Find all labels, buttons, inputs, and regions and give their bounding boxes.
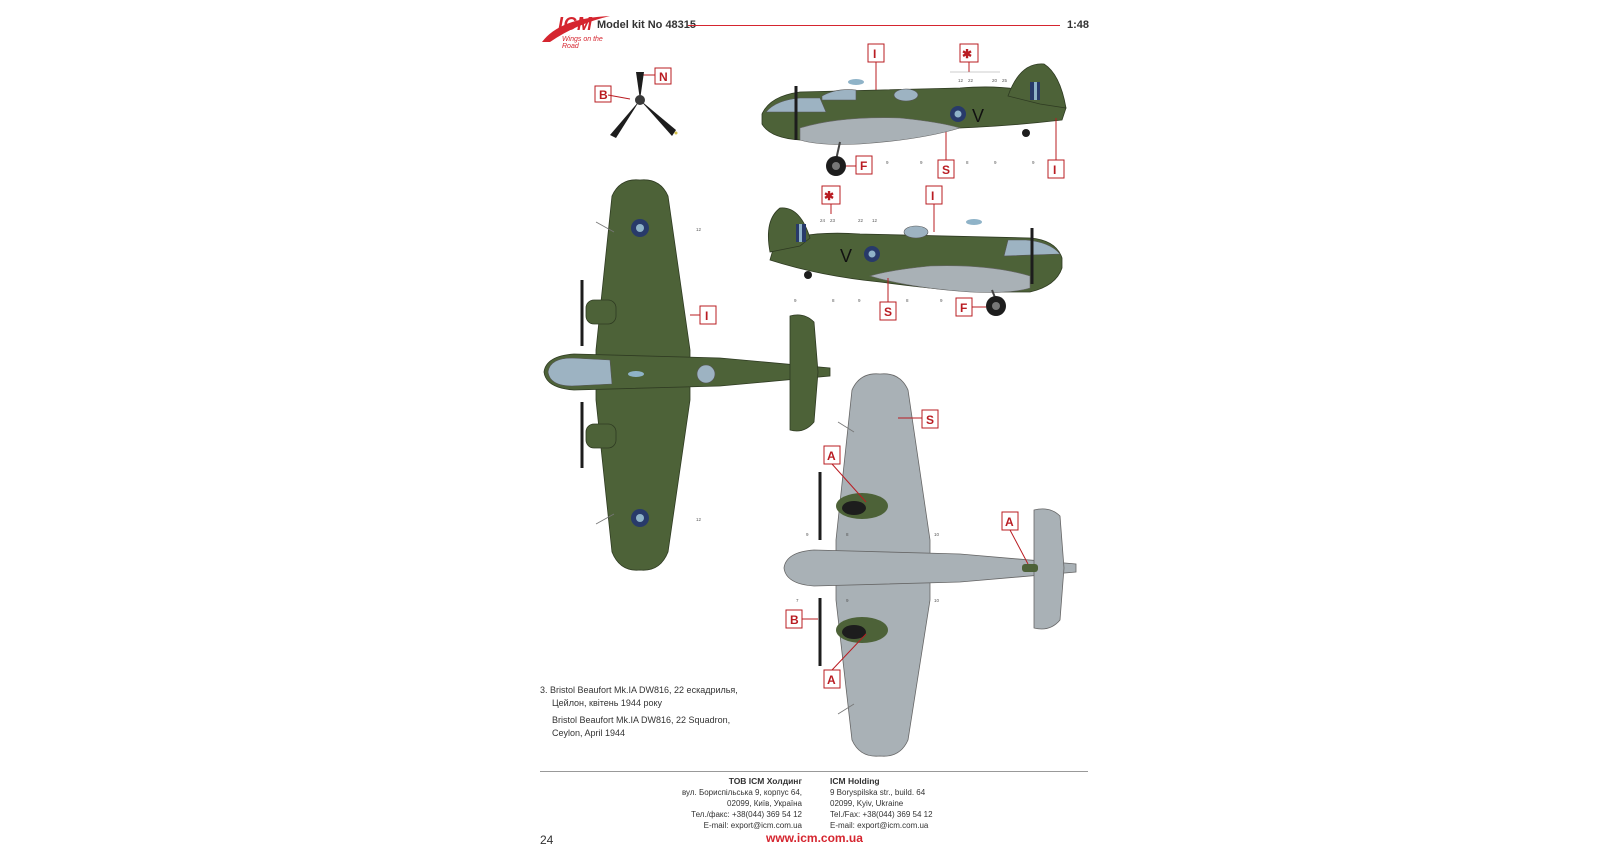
company-address1-ua: вул. Бориспільська 9, корпус 64,: [681, 788, 802, 797]
logo-swoosh-icon: [542, 16, 610, 42]
company-phone-en: Tel./Fax: +38(044) 369 54 12: [830, 810, 933, 819]
svg-text:8: 8: [966, 160, 969, 165]
svg-text:10: 10: [934, 598, 940, 603]
kit-number: Model kit No 48315: [597, 19, 697, 31]
callout-markers: N B I ✱ F S I ✱: [594, 43, 1065, 689]
company-address2-en: 02099, Kyiv, Ukraine: [830, 799, 904, 808]
company-name-ua: ТОВ ICM Холдинг: [728, 776, 802, 786]
top-view: 12 12: [543, 179, 831, 571]
svg-text:S: S: [942, 163, 950, 177]
logo-subtitle: Wings on the Road: [562, 36, 603, 50]
company-phone-ua: Тел./факс: +38(044) 369 54 12: [691, 810, 802, 819]
logo-text: ICM: [558, 14, 593, 34]
svg-text:A: A: [1005, 515, 1014, 529]
svg-text:N: N: [659, 70, 668, 84]
svg-text:A: A: [827, 673, 836, 687]
svg-text:9: 9: [1032, 160, 1035, 165]
svg-text:✱: ✱: [824, 189, 834, 203]
svg-text:8: 8: [906, 298, 909, 303]
svg-text:S: S: [884, 305, 892, 319]
company-name-en: ICM Holding: [830, 776, 880, 786]
underside-view: 9 8 10 7 9 10: [783, 373, 1077, 757]
svg-text:I: I: [1053, 163, 1056, 177]
website-link[interactable]: www.icm.com.ua: [766, 831, 863, 845]
svg-text:10: 10: [934, 532, 940, 537]
svg-text:7: 7: [796, 598, 799, 603]
svg-text:F: F: [860, 159, 867, 173]
svg-text:✱: ✱: [962, 47, 972, 61]
svg-text:9: 9: [806, 532, 809, 537]
svg-text:F: F: [960, 301, 967, 315]
svg-text:20: 20: [992, 78, 998, 83]
svg-text:12: 12: [696, 517, 702, 522]
svg-text:12: 12: [958, 78, 964, 83]
svg-text:8: 8: [846, 532, 849, 537]
svg-text:I: I: [705, 309, 708, 323]
svg-text:I: I: [873, 47, 876, 61]
svg-text:9: 9: [794, 298, 797, 303]
side-view-left: V 12 22 20 25 9 9 8 9 9: [761, 63, 1067, 176]
company-info-en: ICM Holding 9 Boryspilska str., build. 6…: [830, 776, 933, 831]
svg-text:12: 12: [872, 218, 878, 223]
svg-text:9: 9: [858, 298, 861, 303]
page-number: 24: [540, 833, 554, 847]
svg-text:9: 9: [940, 298, 943, 303]
svg-text:25: 25: [1002, 78, 1008, 83]
icm-logo: ICM Wings on the Road: [540, 12, 620, 50]
company-address2-ua: 02099, Київ, Україна: [727, 799, 802, 808]
svg-text:23: 23: [830, 218, 836, 223]
code-letter-v: V: [972, 106, 984, 126]
caption-ua-line1: 3. Bristol Beaufort Mk.IA DW816, 22 еска…: [540, 685, 738, 695]
side-view-right: V 24 23 22 12 9 8 9 8 9: [767, 207, 1063, 316]
svg-text:12: 12: [696, 227, 702, 232]
scheme-caption: 3. Bristol Beaufort Mk.IA DW816, 22 еска…: [540, 684, 738, 740]
svg-text:9: 9: [846, 598, 849, 603]
footer-divider: [540, 771, 1088, 772]
caption-en-line1: Bristol Beaufort Mk.IA DW816, 22 Squadro…: [552, 715, 731, 725]
company-info-ua: ТОВ ICM Холдинг вул. Бориспільська 9, ко…: [682, 776, 802, 831]
svg-text:S: S: [926, 413, 934, 427]
svg-text:B: B: [599, 88, 608, 102]
company-email-ua: E-mail: export@icm.com.ua: [703, 821, 802, 830]
kit-scale: 1:48: [1067, 19, 1090, 31]
svg-text:9: 9: [886, 160, 889, 165]
svg-text:I: I: [931, 189, 934, 203]
company-address1-en: 9 Boryspilska str., build. 64: [830, 788, 926, 797]
svg-text:9: 9: [920, 160, 923, 165]
header-divider: [688, 25, 1060, 26]
svg-text:22: 22: [968, 78, 974, 83]
propeller-detail: [607, 72, 678, 138]
svg-text:22: 22: [858, 218, 864, 223]
company-email-en: E-mail: export@icm.com.ua: [830, 821, 929, 830]
svg-text:A: A: [827, 449, 836, 463]
svg-text:B: B: [790, 613, 799, 627]
caption-ua-line2: Цейлон, квітень 1944 року: [552, 698, 662, 708]
code-letter-v-right: V: [840, 246, 852, 266]
svg-text:24: 24: [820, 218, 826, 223]
caption-en-line2: Ceylon, April 1944: [552, 728, 626, 738]
svg-text:9: 9: [994, 160, 997, 165]
svg-text:8: 8: [832, 298, 835, 303]
